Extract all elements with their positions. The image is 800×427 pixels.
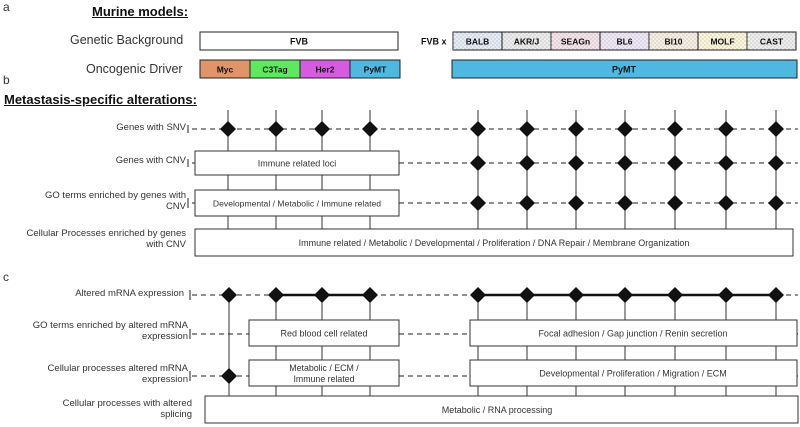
strain-label-0: BALB [466,37,490,47]
cellular-cnv-text: Immune related / Metabolic / Development… [299,238,690,248]
row-label-go-cnv: GO terms enriched by genes with CNV [45,190,186,212]
diamond-cnv-r6 [768,155,784,171]
immune-loci-box [194,150,400,176]
metabolic-ecm-text: Metabolic / ECM /Immune related [289,363,359,384]
driver-bar-3 [349,59,401,79]
strain-label-6: CAST [760,37,784,47]
strain-texture-6 [747,32,796,50]
diamond-mrna-r3 [617,287,633,303]
metabolic-ecm-line-2: Immune related [293,374,354,384]
immune-loci-text: Immune related loci [258,159,337,169]
strain-texture-5 [698,32,747,50]
developmental-migration-text: Developmental / Proliferation / Migratio… [539,369,727,379]
diamond-go-r6 [768,195,784,211]
strain-texture-4 [649,32,698,50]
fvb-x-label: FVB x [421,37,447,47]
row-label-altered-mrna: Altered mRNA expression [75,288,184,299]
diamond-go-r2 [568,195,584,211]
section-c-diamonds [221,287,784,384]
cellular-cnv-box [194,228,794,257]
oncogenic-driver-label: Oncogenic Driver [86,62,183,76]
fvb-background-bar [199,31,399,51]
row-label-cellular-mrna: Cellular processes altered mRNA expressi… [47,363,188,385]
row-label-cellular-cnv: Cellular Processes enriched by genes wit… [26,228,186,250]
genetic-background-label: Genetic Background [70,33,184,47]
diamond-cnv-r0 [470,155,486,171]
diamond-mrna-1 [268,287,284,303]
row-label-splicing: Cellular processes with altered splicing [62,398,192,420]
diamond-mrna-r6 [768,287,784,303]
panel-label-b: b [3,73,10,87]
diamond-snv-r0 [470,121,486,137]
diamond-snv-r1 [519,121,535,137]
diamond-cnv-r4 [667,155,683,171]
driver-label-1: C3Tag [262,65,287,75]
diamond-mrna-r0 [470,287,486,303]
strain-texture-3 [600,32,649,50]
murine-models-heading: Murine models: [92,4,189,19]
metastasis-heading: Metastasis-specific alterations: [4,92,197,107]
diamond-cnv-r2 [568,155,584,171]
section-b-diamonds [220,121,784,211]
strain-label-4: Bl10 [665,37,683,47]
strain-label-1: AKR/J [514,37,540,47]
splicing-box [204,395,799,424]
diamond-go-r3 [617,195,633,211]
panel-label-c: c [3,270,9,284]
diamond-snv-2 [314,121,330,137]
driver-label-3: PyMT [364,65,387,75]
go-cnv-box [194,189,400,217]
row-label-go-mrna: GO terms enriched by altered mRNA expres… [32,320,188,342]
developmental-migration-box [469,359,798,387]
diamond-snv-r2 [568,121,584,137]
diamond-snv-r6 [768,121,784,137]
diamond-cnv-r1 [519,155,535,171]
splicing-text: Metabolic / RNA processing [442,405,553,415]
diamond-mrna-2 [314,287,330,303]
metabolic-ecm-line-1: Metabolic / ECM / [289,363,359,373]
strain-label-3: BL6 [616,37,632,47]
focal-adhesion-box [469,319,798,347]
red-blood-cell-text: Red blood cell related [280,329,367,339]
pymt-driver-wide-bar [451,59,798,79]
diamond-go-r4 [667,195,683,211]
strain-label-5: MOLF [710,37,734,47]
diamond-cellular-mrna-0 [221,368,237,384]
diamond-mrna-r2 [568,287,584,303]
diamond-snv-r4 [667,121,683,137]
driver-label-2: Her2 [316,65,335,75]
oncogenic-driver-bars: Myc C3Tag Her2 PyMT [199,59,401,79]
diamond-mrna-3 [362,287,378,303]
diamond-go-r1 [519,195,535,211]
row-label-genes-cnv: Genes with CNV [115,155,186,166]
strain-bars: BALB AKR/J SEAGn BL6 Bl10 MOLF CAST [452,31,797,51]
fvb-label: FVB [290,37,309,47]
diamond-snv-r3 [617,121,633,137]
diamond-cnv-r3 [617,155,633,171]
red-blood-cell-box [248,319,400,347]
diamond-snv-3 [362,121,378,137]
diamond-mrna-0 [221,287,237,303]
strain-texture-2 [551,32,600,50]
focal-adhesion-text: Focal adhesion / Gap junction / Renin se… [538,329,727,339]
strain-label-2: SEAGn [561,37,590,47]
driver-label-0: Myc [217,65,234,75]
diamond-cnv-r5 [718,155,734,171]
diamond-mrna-r4 [667,287,683,303]
diamond-mrna-r5 [718,287,734,303]
strain-texture-1 [502,32,551,50]
panel-label-a: a [3,0,10,14]
diamond-snv-1 [268,121,284,137]
diamond-snv-0 [220,121,236,137]
metabolic-ecm-box [248,359,400,387]
diamond-go-r5 [718,195,734,211]
pymt-driver-wide-label: PyMT [612,65,637,75]
go-cnv-text: Developmental / Metabolic / Immune relat… [213,199,381,209]
strain-texture-0 [453,32,502,50]
diamond-mrna-r1 [519,287,535,303]
diamond-snv-r5 [718,121,734,137]
row-label-genes-snv: Genes with SNV [116,122,186,133]
diamond-go-r0 [470,195,486,211]
